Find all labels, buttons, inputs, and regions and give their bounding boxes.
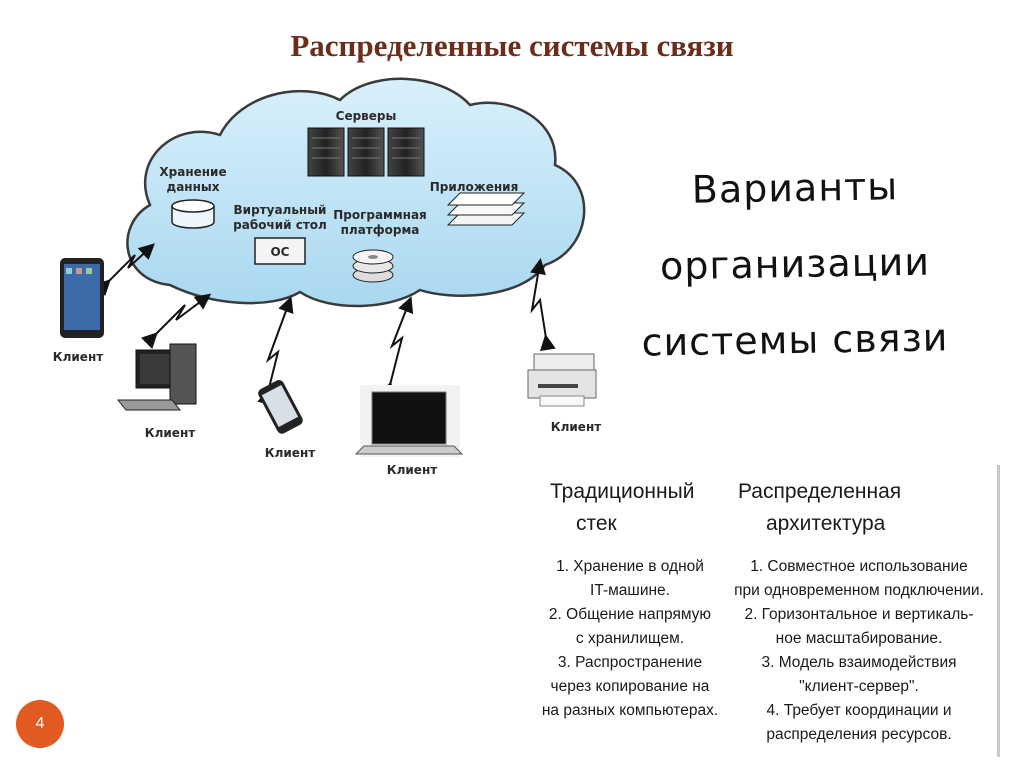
cloud-shape [126,77,586,308]
platform-label-line1: Программная [333,208,427,222]
distributed-line: при одновременном подключении. [734,582,984,599]
traditional-line: 2. Общение напрямую [548,606,712,623]
client-label-printer: Клиент [551,420,601,434]
variants-line2: организации [659,239,931,289]
distributed-head-line1: Распределенная [738,480,902,503]
variants-line1: Варианты [691,164,899,212]
page-number-badge: 4 [16,700,64,748]
distributed-line: ное масштабирование. [775,630,943,647]
traditional-line: через копирование на [550,678,710,695]
distributed-line: распределения ресурсов. [766,726,952,743]
client-label-desktop: Клиент [145,426,195,440]
database-icon [171,199,215,229]
distributed-line: 2. Горизонтальное и вертикаль- [744,606,974,623]
os-box [254,237,306,265]
slide-title: Распределенные системы связи [290,28,734,63]
servers-label: Серверы [336,109,397,123]
laptop-icon [354,385,464,457]
os-label: ОС [270,245,289,259]
client-label-laptop: Клиент [387,463,437,477]
desktop-label-line1: Виртуальный [234,203,327,217]
distributed-line: 1. Совместное использование [750,558,968,575]
apps-label: Приложения [430,180,519,194]
disk-stack-icon [352,249,394,283]
layers-icon [446,192,526,226]
traditional-line: 1. Хранение в одной [556,558,704,575]
variants-heading: Варианты организации системы связи [630,150,960,378]
storage-label-line1: Хранение [159,165,226,179]
traditional-line: 3. Распространение [557,654,703,671]
desktop-label-line2: рабочий стол [233,218,327,232]
distributed-head-line2: архитектура [766,512,886,535]
desktop-pc-icon [116,343,197,411]
traditional-head-line1: Традиционный [550,480,695,503]
distributed-line: 4. Требует координации и [766,702,952,719]
servers-icon [307,127,425,177]
smartphone-icon [258,379,303,434]
traditional-line: на разных компьютерах. [541,702,719,719]
connection-links [93,243,556,406]
traditional-column: 1. Хранение в одной IT-машине. 2. Общени… [530,555,730,723]
traditional-head-line2: стек [576,512,617,535]
platform-label-line2: платформа [341,223,420,237]
comparison-table: Традиционный стек Распределенная архитек… [530,465,1000,757]
tablet-icon [60,258,104,338]
traditional-line: IT-машине. [590,582,670,599]
storage-label-line2: данных [167,180,220,194]
traditional-line: с хранилищем. [575,630,685,647]
table-border [997,465,1000,757]
distributed-line: 3. Модель взаимодействия [761,654,957,671]
distributed-line: "клиент-сервер". [799,678,919,695]
client-label-smartphone: Клиент [265,446,315,460]
client-label-tablet: Клиент [53,350,103,364]
printer-icon [527,353,597,407]
variants-line3: системы связи [641,315,949,365]
distributed-column: 1. Совместное использование при одноврем… [728,555,990,747]
